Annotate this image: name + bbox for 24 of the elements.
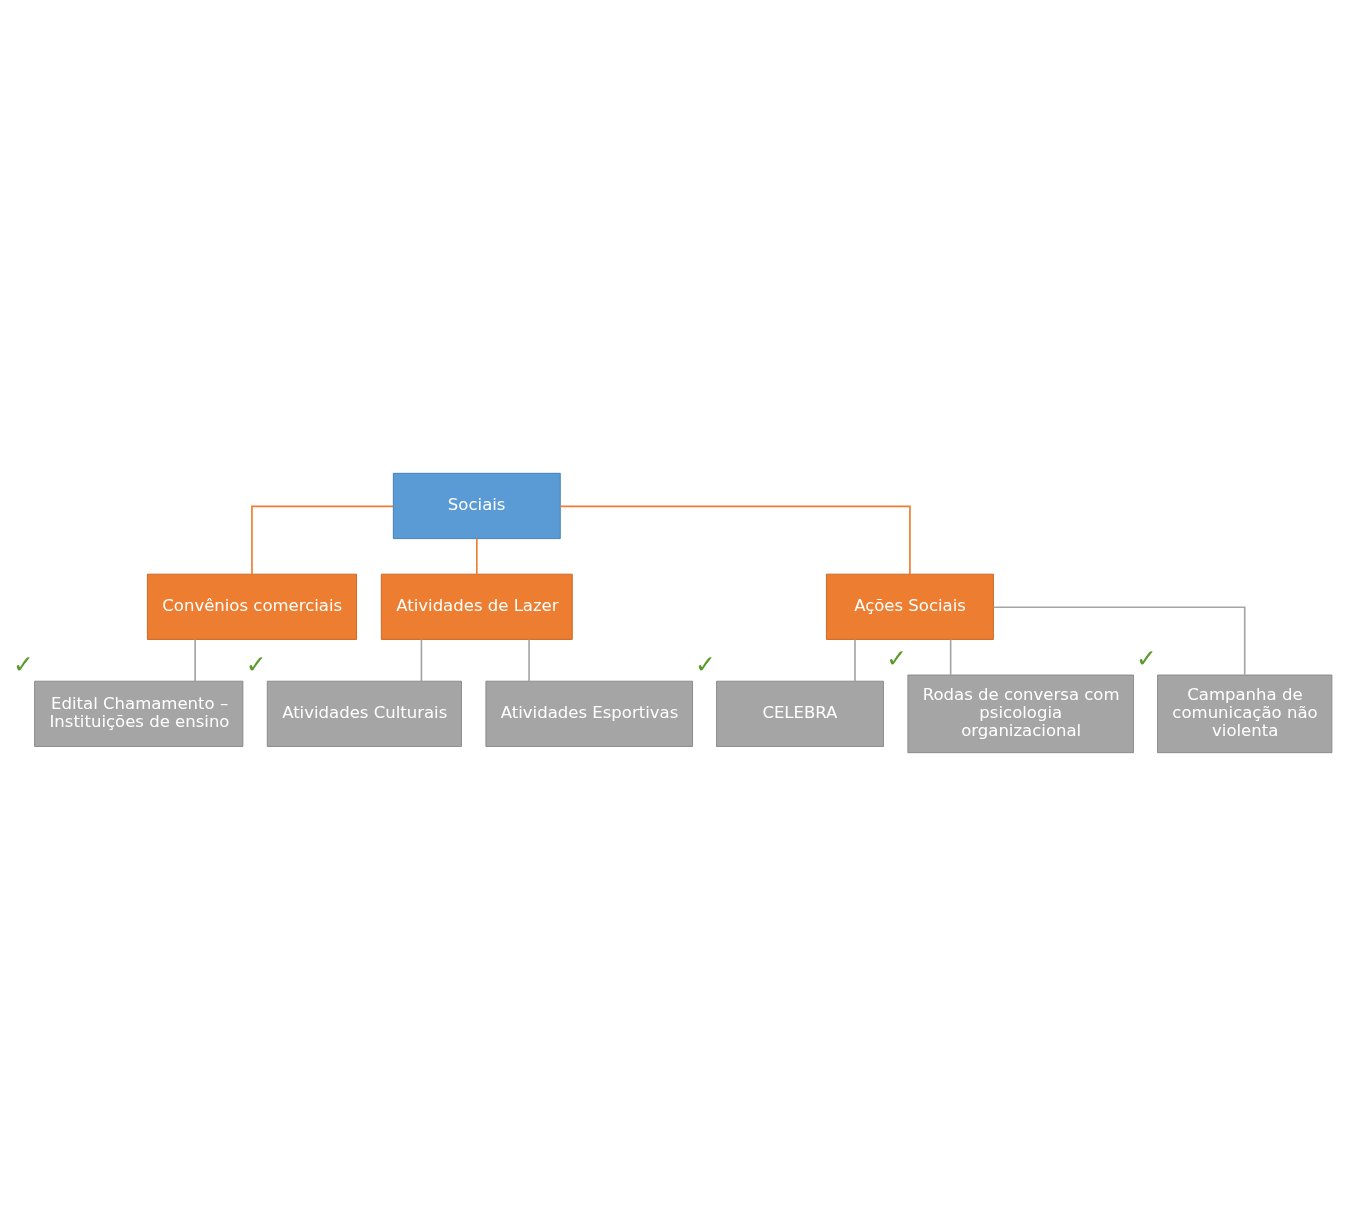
node-box: Ações Sociais [826, 573, 994, 640]
connector [854, 638, 856, 682]
node-label: ✓ [1136, 643, 1157, 673]
connector [559, 505, 911, 575]
node-box: Edital Chamamento – Instituições de ensino [34, 680, 244, 747]
node-box: Atividades de Lazer [380, 573, 573, 640]
connector [420, 638, 423, 682]
connector [194, 638, 196, 682]
node-box: Campanha de comunicação não violenta [1157, 674, 1333, 753]
node-label: ✓ [695, 649, 716, 679]
connector [949, 638, 952, 676]
connector [528, 638, 530, 682]
node-box: Convênios comerciais [147, 573, 357, 640]
node-box: Atividades Culturais [266, 680, 462, 747]
node-box: Atividades Esportivas [485, 680, 693, 747]
connector [475, 537, 478, 575]
connector [992, 605, 1246, 676]
node-box: Sociais [392, 472, 561, 539]
node-label: ✓ [245, 649, 267, 679]
connector [251, 505, 394, 575]
node-label: ✓ [13, 649, 34, 679]
node-label: ✓ [886, 643, 908, 673]
node-box: Rodas de conversa com psicologia organizacional [907, 674, 1134, 753]
node-box: CELEBRA [716, 680, 884, 747]
